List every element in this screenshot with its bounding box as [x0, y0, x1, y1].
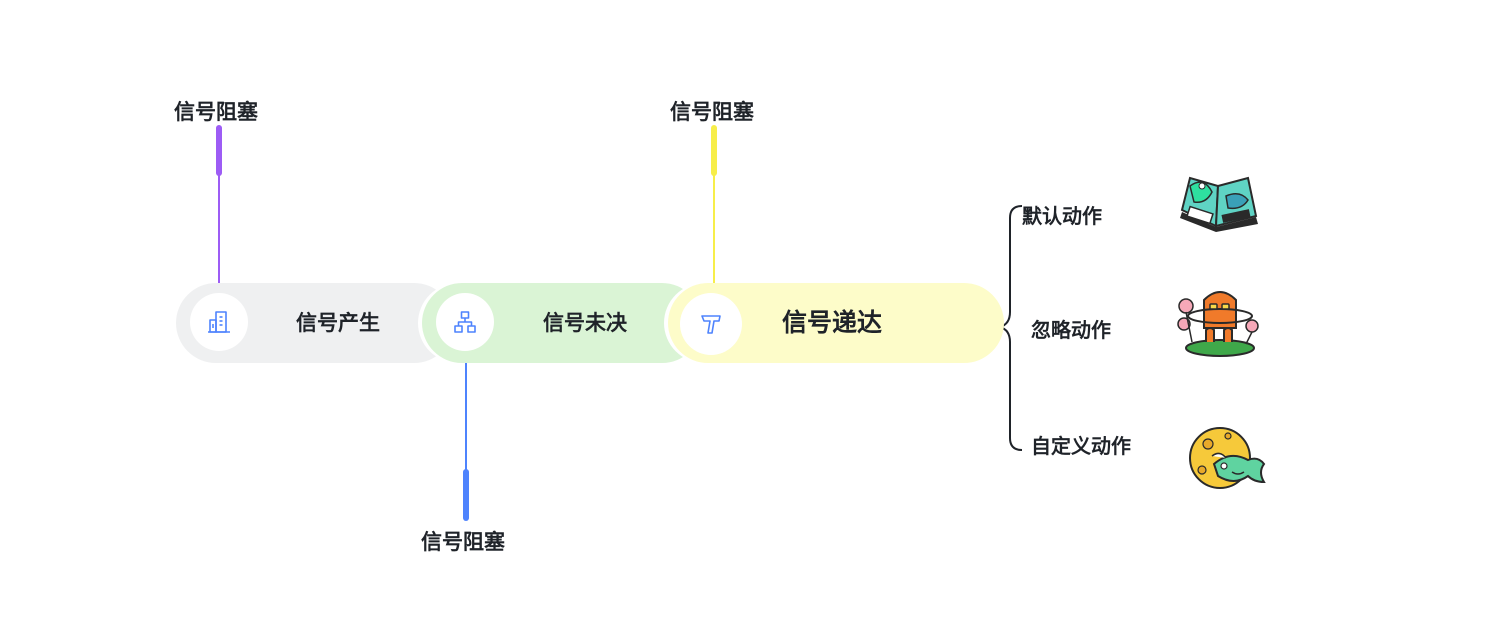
block-label-1: 信号阻塞 [174, 100, 258, 124]
building-icon [208, 311, 230, 333]
org-chart-icon [454, 311, 476, 333]
org-chart-icon-circle [436, 293, 494, 351]
action-custom-label: 自定义动作 [1031, 434, 1131, 458]
text-icon-circle [680, 293, 742, 355]
block-connector-2-thick [463, 469, 469, 521]
signal-pending-node[interactable]: 信号未决 [422, 283, 702, 363]
signal-generate-node[interactable]: 信号产生 [176, 283, 454, 363]
pill-label-generate: 信号产生 [296, 311, 380, 335]
block-connector-3-line [713, 170, 715, 284]
bug-book-sticker [1180, 176, 1258, 232]
building-icon-circle [190, 293, 248, 351]
block-connector-1-line [218, 170, 220, 284]
pill-label-pending: 信号未决 [543, 311, 627, 335]
block-connector-2-line [465, 362, 467, 474]
block-connector-3-thick [711, 125, 717, 176]
block-label-2: 信号阻塞 [421, 530, 505, 554]
pill-label-deliver: 信号递达 [782, 308, 883, 337]
orange-figure-flowers-sticker [1177, 291, 1259, 357]
signal-deliver-node[interactable]: 信号递达 [668, 283, 1004, 363]
block-label-3: 信号阻塞 [670, 100, 754, 124]
text-icon [701, 315, 721, 334]
moon-fish-sticker [1189, 427, 1266, 489]
action-default-label: 默认动作 [1022, 204, 1102, 228]
action-ignore-label: 忽略动作 [1031, 318, 1111, 342]
block-connector-1-thick [216, 125, 222, 176]
